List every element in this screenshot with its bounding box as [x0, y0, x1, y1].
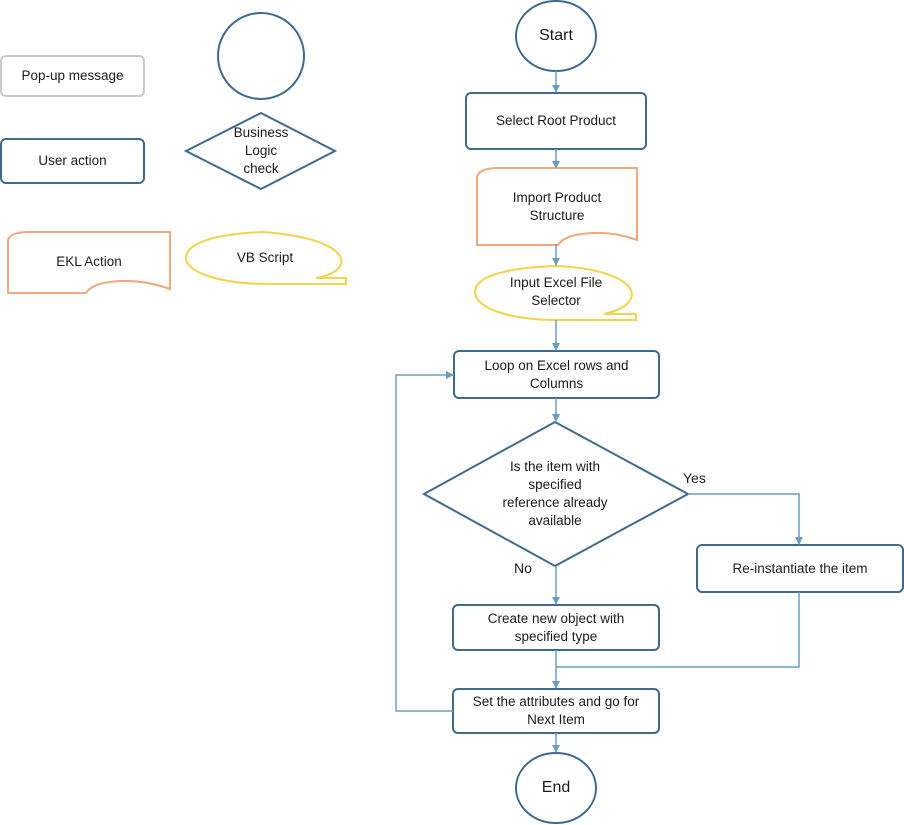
connector-reinstantiate-merge — [556, 592, 800, 668]
end-label: End — [541, 779, 571, 796]
legend-circle-shape — [217, 12, 305, 100]
legend-ekl-label: EKL Action — [56, 254, 122, 269]
decision-shape — [421, 420, 691, 568]
legend-vb-shape — [184, 230, 347, 286]
legend-vb-label: VB Script — [236, 250, 294, 265]
legend-ekl-shape — [7, 231, 171, 294]
import-structure-label: Import Product Structure — [512, 190, 602, 223]
input-excel-shape — [473, 264, 637, 322]
reinstantiate-shape — [696, 544, 904, 593]
import-structure-shape — [476, 167, 638, 246]
end-shape — [515, 752, 597, 824]
legend-decision-shape — [183, 111, 338, 191]
create-object-label: Create new object with specified type — [487, 610, 625, 644]
connector-decision-yes — [688, 493, 803, 545]
no-label: No — [514, 560, 532, 576]
legend-business-logic-label: Business Logic check — [233, 125, 289, 176]
reinstantiate-label: Re-instantiate the item — [732, 560, 868, 576]
input-excel-label: Input Excel File Selector — [509, 275, 603, 308]
connector-loop-back — [395, 371, 454, 712]
legend-user-action-shape — [0, 138, 145, 184]
select-root-label: Select Root Product — [495, 113, 617, 128]
legend-popup-shape — [0, 55, 145, 97]
loop-rows-label: Loop on Excel rows and Columns — [484, 357, 629, 391]
legend-user-action-label: User action — [38, 153, 107, 168]
yes-label: Yes — [683, 470, 706, 486]
start-label: Start — [539, 27, 573, 44]
decision-label: Is the item with specified reference alr… — [502, 459, 608, 528]
legend-popup-label: Pop-up message — [21, 68, 124, 83]
set-attributes-label: Set the attributes and go for Next Item — [472, 694, 640, 727]
